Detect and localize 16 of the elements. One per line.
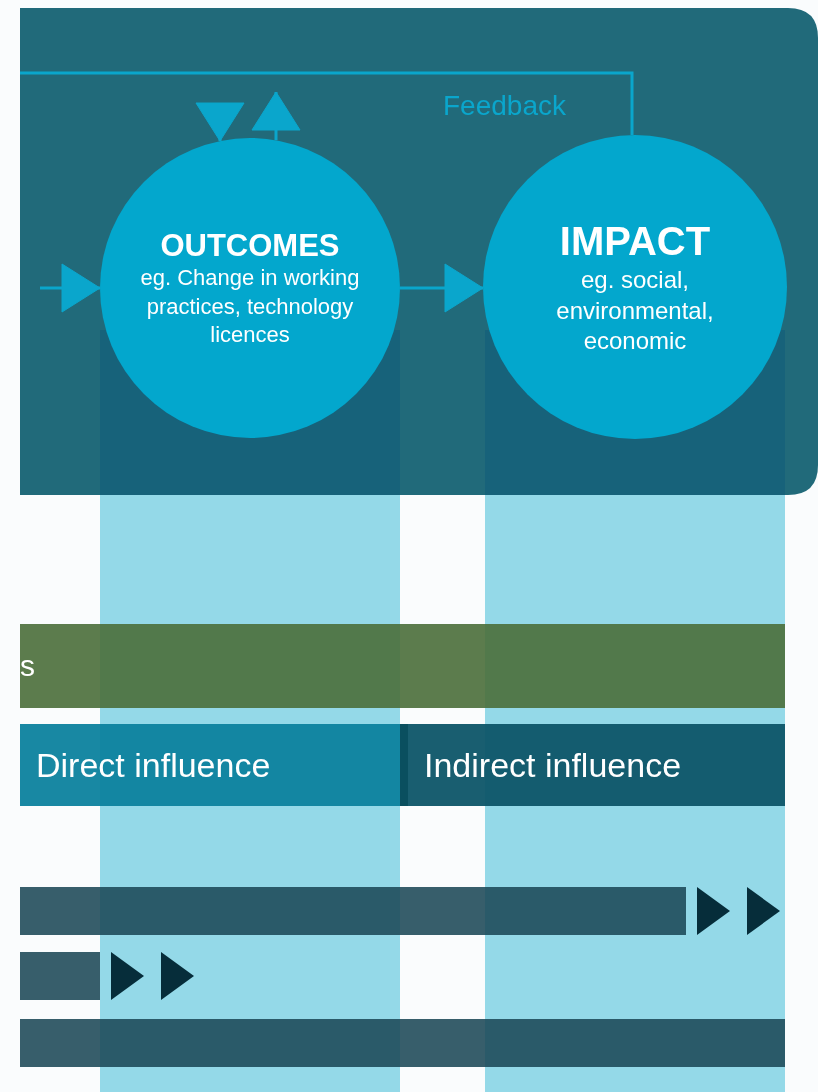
timeline-bar xyxy=(20,1019,785,1067)
band-label: Direct influence xyxy=(36,745,271,785)
arrow xyxy=(400,263,484,313)
band-label: Indirect influence xyxy=(424,745,682,785)
feedback-line xyxy=(20,71,634,135)
influence-band xyxy=(400,724,785,806)
stage-description: eg. Change in working practices, technology licences xyxy=(140,264,360,349)
stage-description: eg. social, environmental, economic xyxy=(555,264,715,357)
arrow xyxy=(40,263,101,313)
influence-band xyxy=(20,624,785,708)
stage-heading: IMPACT xyxy=(559,217,711,265)
stage-heading: OUTCOMES xyxy=(160,227,340,265)
arrow xyxy=(195,102,245,142)
arrow xyxy=(251,91,301,141)
band-label: s xyxy=(20,649,35,683)
influence-band xyxy=(20,724,400,806)
